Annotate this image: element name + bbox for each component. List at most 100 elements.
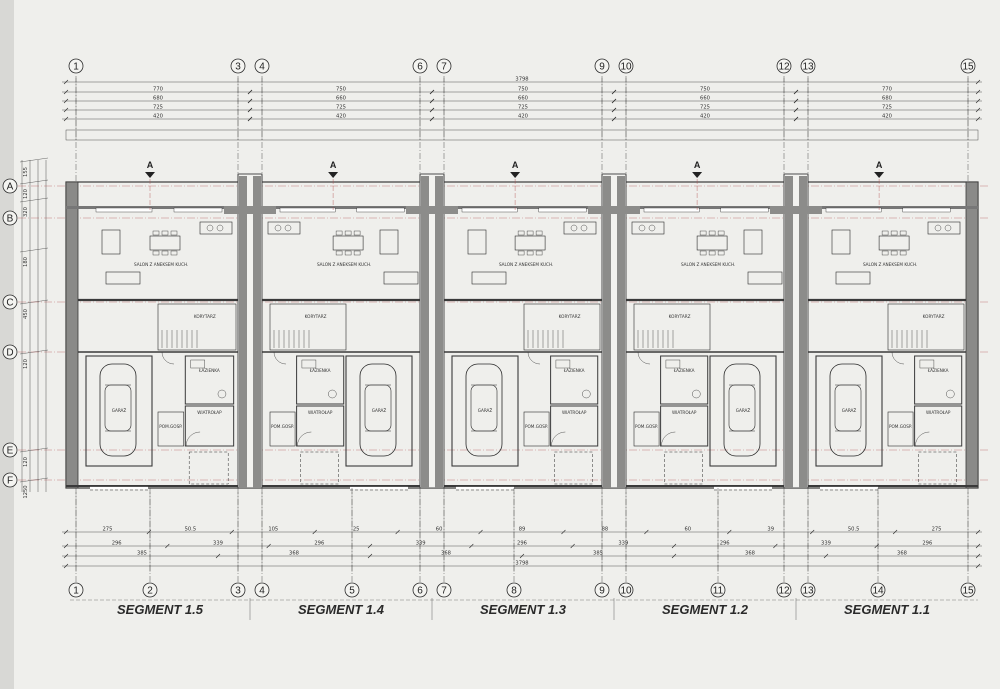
dimension-value: 725 (336, 105, 346, 111)
room-label-garage: GARAŻ (112, 408, 127, 413)
dimension-tick (429, 116, 435, 122)
dimension-value: 120 (23, 359, 29, 369)
hob (206, 224, 214, 232)
party-wall-leaf (799, 176, 807, 488)
dimension-tick (975, 79, 981, 85)
chair (152, 230, 160, 236)
axis-label-top: 15 (962, 62, 974, 73)
garage-room (709, 355, 777, 467)
dimension-tick (312, 529, 317, 535)
dimension-value: 275 (932, 527, 942, 533)
window-north (461, 207, 518, 213)
dining-table (149, 235, 181, 251)
room-label-garage: GARAŻ (842, 408, 857, 413)
dimension-tick (823, 553, 829, 559)
toilet (328, 389, 337, 399)
axis-bubble-bottom (776, 582, 792, 598)
washbasin (555, 359, 571, 369)
car (465, 363, 503, 457)
chair (899, 230, 907, 236)
dimension-tick (793, 107, 799, 113)
kitchen-counter (927, 221, 961, 235)
segment-plan: SALON Z ANEKSEM KUCH.GARAŻKORYTARZŁAZIEN… (78, 160, 238, 491)
dimension-tick (229, 529, 235, 535)
dimension-tick (63, 553, 69, 559)
axis-bubble-top (230, 58, 246, 74)
dimension-tick (793, 98, 799, 104)
storage-room (269, 411, 296, 447)
window-north (643, 207, 700, 213)
axis-label-top: 12 (778, 62, 790, 73)
bathroom (550, 355, 599, 405)
dimension-tick (793, 89, 799, 95)
axis-bubble-horizontal (2, 178, 18, 194)
dimension-tick (63, 116, 69, 122)
corridor (157, 303, 237, 351)
wall-north (66, 206, 978, 209)
segment-plan: SALON Z ANEKSEM KUCH.GARAŻKORYTARZŁAZIEN… (262, 160, 420, 491)
hob (216, 224, 224, 232)
axis-bubble-top (254, 58, 270, 74)
dimension-value: 155 (23, 167, 29, 177)
axis-label-bottom: 15 (962, 586, 974, 597)
chair (526, 250, 534, 256)
axis-label-top: 13 (802, 62, 814, 73)
kitchen-counter (631, 221, 665, 235)
dimension-tick (892, 529, 898, 535)
wall-left (65, 181, 79, 489)
storage-room (633, 411, 660, 447)
door-swing (273, 351, 287, 365)
kitchen-counter (267, 221, 301, 235)
dimension-value: 725 (882, 105, 892, 111)
chair (535, 230, 543, 236)
room-label-garage: GARAŻ (478, 408, 493, 413)
segment-label: SEGMENT 1.3 (480, 602, 567, 617)
binder-edge (0, 0, 14, 689)
dimension-tick (727, 529, 732, 535)
room-label-living: SALON Z ANEKSEM KUCH. (134, 262, 188, 267)
axis-label-top: 3 (235, 62, 241, 73)
wall-right (965, 181, 979, 489)
chair (353, 230, 361, 236)
room-label-living: SALON Z ANEKSEM KUCH. (317, 262, 371, 267)
dimension-tick (63, 529, 69, 535)
dimension-tick (247, 98, 253, 104)
dimension-value: 385 (593, 551, 603, 557)
dimension-value: 450 (23, 309, 29, 319)
room-label-storage: POM.GOSP. (271, 424, 294, 429)
door-swing (637, 351, 651, 365)
corridor (887, 303, 965, 351)
dimension-value: 339 (213, 541, 223, 547)
dimension-tick (165, 543, 170, 549)
dimension-value: 60 (436, 527, 443, 533)
sofa (105, 271, 141, 285)
axis-bubble-top (776, 58, 792, 74)
dimension-value: 420 (882, 114, 892, 120)
axis-bubble-top (618, 58, 634, 74)
dimension-tick (975, 529, 981, 535)
axis-label-bottom: 1 (73, 586, 79, 597)
dimension-value: 3798 (515, 561, 528, 567)
toilet (946, 389, 955, 399)
window-north (538, 207, 587, 213)
dimension-value: 180 (23, 257, 29, 267)
axis-label-horizontal: F (7, 476, 13, 487)
dining-table (696, 235, 728, 251)
axis-label-bottom: 14 (872, 586, 884, 597)
entrance-hall (296, 405, 345, 447)
chair (161, 230, 169, 236)
axis-label-horizontal: D (6, 348, 13, 359)
party-wall-cross (224, 206, 276, 214)
dimension-tick (644, 529, 649, 535)
dimension-tick (266, 543, 271, 549)
window-north (173, 207, 223, 213)
axis-bubble-horizontal (2, 442, 18, 458)
chair (890, 250, 898, 256)
bathroom (914, 355, 963, 405)
armchair (831, 229, 851, 255)
axis-bubble-top (412, 58, 428, 74)
storage-room (157, 411, 185, 447)
